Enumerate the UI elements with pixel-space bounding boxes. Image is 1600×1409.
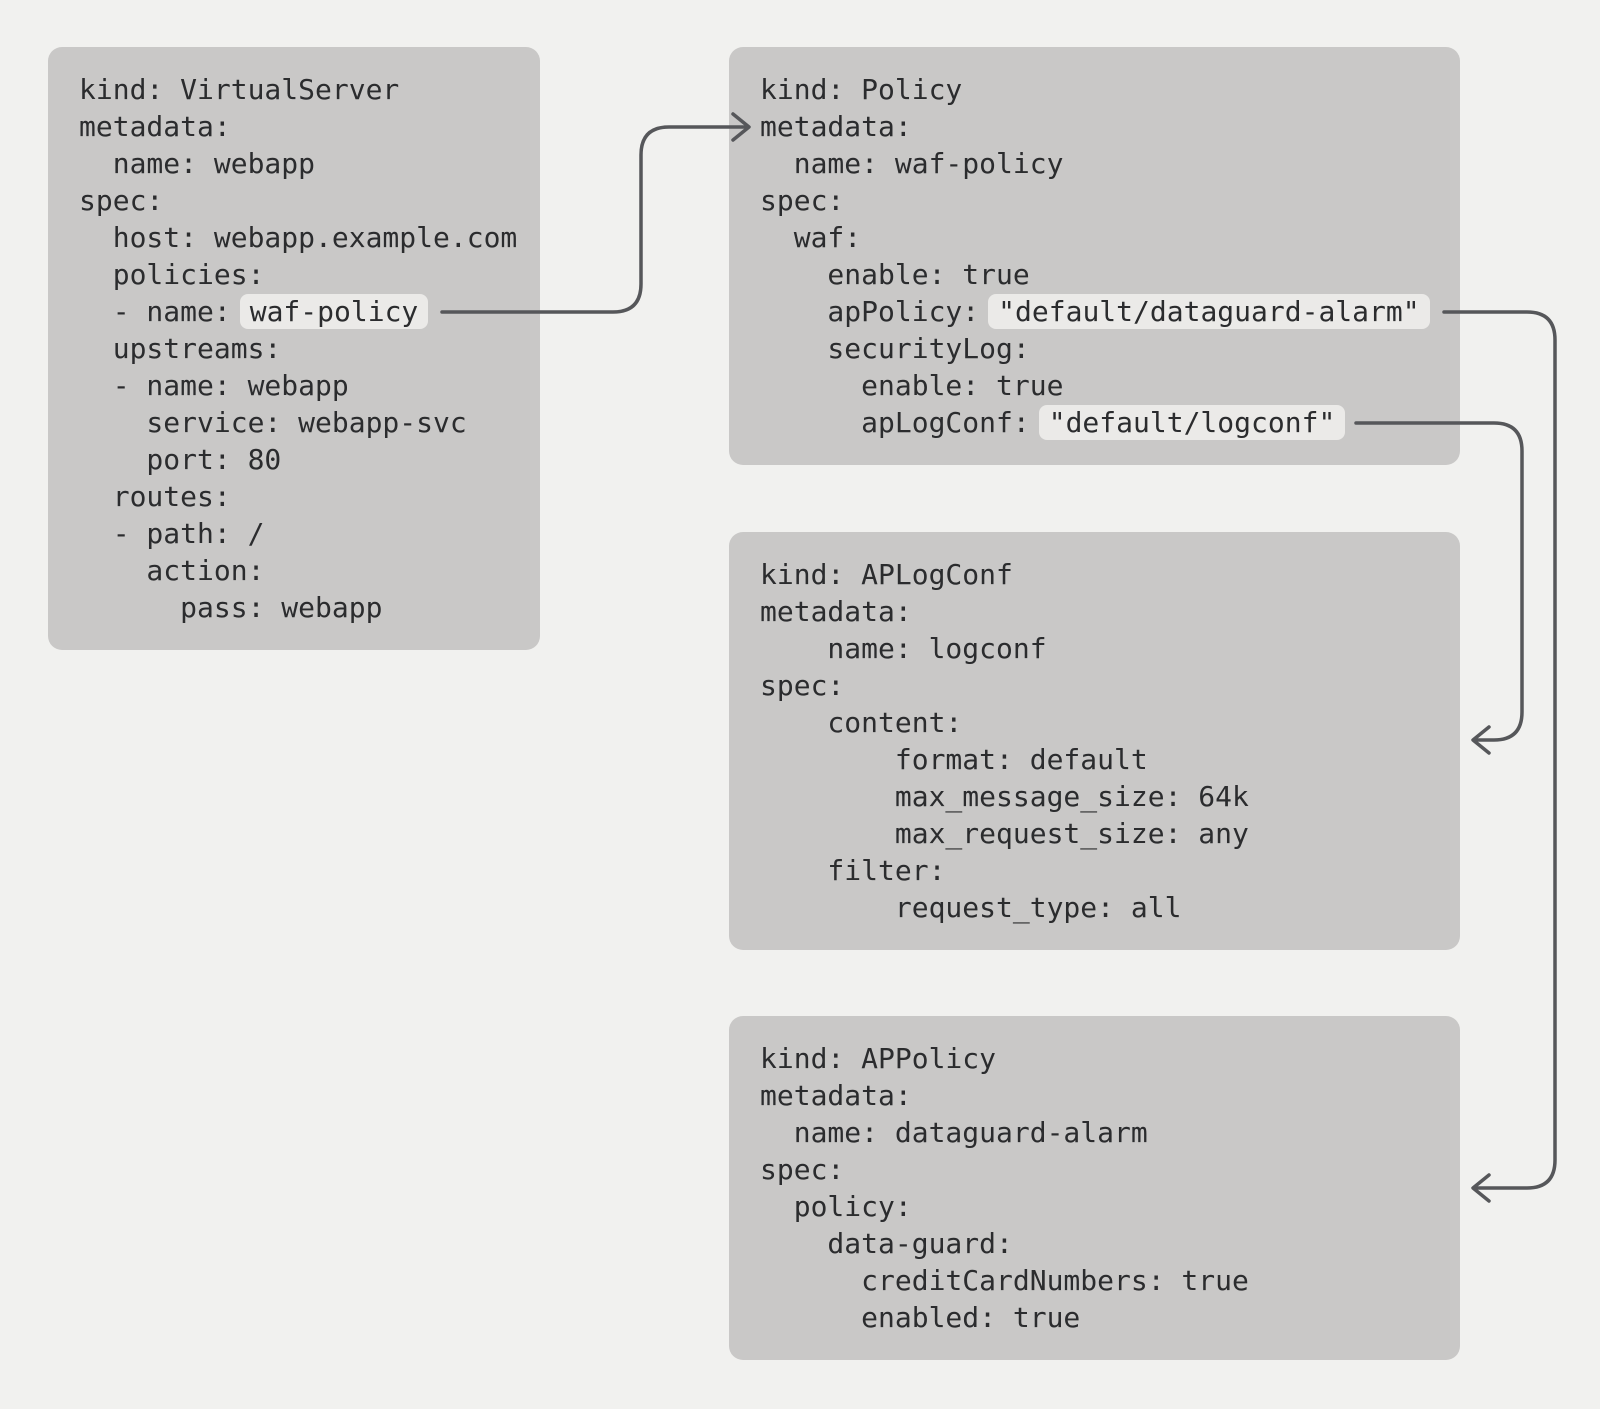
yaml-text: spec:	[760, 1153, 845, 1186]
yaml-line: enabled: true	[760, 1299, 1429, 1336]
yaml-line: kind: APPolicy	[760, 1040, 1429, 1077]
yaml-line: pass: webapp	[79, 589, 509, 626]
yaml-text: enable: true	[760, 258, 1030, 291]
yaml-line: content:	[760, 704, 1429, 741]
yaml-text: spec:	[760, 669, 845, 702]
yaml-line: spec:	[760, 182, 1429, 219]
yaml-text: action:	[79, 554, 265, 587]
waf-policy-ref-chip: waf-policy	[239, 294, 429, 329]
yaml-text: policies:	[79, 258, 265, 291]
yaml-line: kind: APLogConf	[760, 556, 1429, 593]
yaml-text: max_request_size: any	[760, 817, 1249, 850]
aplogconf-ref-chip: "default/logconf"	[1038, 405, 1346, 440]
yaml-line: name: waf-policy	[760, 145, 1429, 182]
yaml-line: - name: webapp	[79, 367, 509, 404]
yaml-line: creditCardNumbers: true	[760, 1262, 1429, 1299]
yaml-line: apPolicy:"default/dataguard-alarm"	[760, 293, 1430, 330]
yaml-line: name: webapp	[79, 145, 509, 182]
yaml-line: enable: true	[760, 367, 1429, 404]
yaml-text: enabled: true	[760, 1301, 1081, 1334]
aplogconf-yaml-box: kind: APLogConf metadata: name: logconf sp…	[729, 532, 1460, 950]
yaml-line: - name:waf-policy	[79, 293, 509, 330]
arrowhead-left-icon	[1471, 725, 1491, 755]
yaml-line: kind: VirtualServer	[79, 71, 509, 108]
yaml-line: enable: true	[760, 256, 1429, 293]
yaml-line: format: default	[760, 741, 1429, 778]
appolicy-ref-chip: "default/dataguard-alarm"	[988, 294, 1430, 329]
yaml-text: name: dataguard-alarm	[760, 1116, 1148, 1149]
yaml-text: port: 80	[79, 443, 282, 476]
yaml-text: data-guard:	[760, 1227, 1013, 1260]
yaml-line: apLogConf:"default/logconf"	[760, 404, 1429, 441]
virtualserver-yaml-box: kind: VirtualServer metadata: name: webap…	[48, 47, 540, 650]
yaml-text: content:	[760, 706, 963, 739]
yaml-line: waf:	[760, 219, 1429, 256]
yaml-text: format: default	[760, 743, 1148, 776]
yaml-text: max_message_size: 64k	[760, 780, 1249, 813]
yaml-line: metadata:	[760, 108, 1429, 145]
yaml-line: metadata:	[760, 1077, 1429, 1114]
yaml-text: request_type: all	[760, 891, 1182, 924]
yaml-text: pass: webapp	[79, 591, 383, 624]
yaml-text: kind: APLogConf	[760, 558, 1013, 591]
yaml-line: service: webapp-svc	[79, 404, 509, 441]
yaml-line: host: webapp.example.com	[79, 219, 518, 256]
yaml-text: - name:	[79, 295, 231, 328]
yaml-text: name: logconf	[760, 632, 1047, 665]
appolicy-yaml-box: kind: APPolicy metadata: name: dataguard-…	[729, 1016, 1460, 1360]
yaml-line: name: logconf	[760, 630, 1429, 667]
yaml-text: service: webapp-svc	[79, 406, 467, 439]
yaml-text: enable: true	[760, 369, 1064, 402]
yaml-line: metadata:	[760, 593, 1429, 630]
yaml-text: metadata:	[760, 1079, 912, 1112]
yaml-text: apPolicy:	[760, 295, 980, 328]
connector-appolicy-to-appolicy-box	[1442, 310, 1557, 1203]
yaml-text: creditCardNumbers: true	[760, 1264, 1249, 1297]
yaml-text: kind: Policy	[760, 73, 963, 106]
yaml-line: data-guard:	[760, 1225, 1429, 1262]
yaml-line: port: 80	[79, 441, 509, 478]
yaml-line: upstreams:	[79, 330, 509, 367]
yaml-text: waf:	[760, 221, 862, 254]
yaml-line: - path: /	[79, 515, 509, 552]
yaml-text: kind: APPolicy	[760, 1042, 997, 1075]
yaml-text: securityLog:	[760, 332, 1030, 365]
yaml-line: metadata:	[79, 108, 509, 145]
yaml-text: policy:	[760, 1190, 912, 1223]
yaml-line: action:	[79, 552, 509, 589]
yaml-line: policy:	[760, 1188, 1429, 1225]
yaml-text: metadata:	[760, 110, 912, 143]
yaml-line: spec:	[79, 182, 509, 219]
yaml-line: spec:	[760, 667, 1429, 704]
yaml-text: apLogConf:	[760, 406, 1030, 439]
yaml-text: spec:	[79, 184, 164, 217]
yaml-text: upstreams:	[79, 332, 282, 365]
yaml-line: policies:	[79, 256, 509, 293]
yaml-text: - path: /	[79, 517, 265, 550]
policy-yaml-box: kind: Policy metadata: name: waf-policy sp…	[729, 47, 1460, 465]
yaml-line: kind: Policy	[760, 71, 1429, 108]
yaml-line: max_request_size: any	[760, 815, 1429, 852]
yaml-text: - name: webapp	[79, 369, 349, 402]
yaml-text: metadata:	[760, 595, 912, 628]
yaml-text: metadata:	[79, 110, 231, 143]
yaml-line: max_message_size: 64k	[760, 778, 1429, 815]
yaml-text: name: webapp	[79, 147, 316, 180]
arrowhead-left-icon	[1471, 1173, 1491, 1203]
yaml-line: routes:	[79, 478, 509, 515]
yaml-line: name: dataguard-alarm	[760, 1114, 1429, 1151]
yaml-text: kind: VirtualServer	[79, 73, 400, 106]
yaml-line: filter:	[760, 852, 1429, 889]
yaml-line: securityLog:	[760, 330, 1429, 367]
connector-line	[1442, 310, 1557, 1190]
yaml-text: host: webapp.example.com	[79, 221, 518, 254]
yaml-text: spec:	[760, 184, 845, 217]
yaml-line: request_type: all	[760, 889, 1429, 926]
yaml-text: routes:	[79, 480, 231, 513]
yaml-line: spec:	[760, 1151, 1429, 1188]
yaml-text: filter:	[760, 854, 946, 887]
yaml-text: name: waf-policy	[760, 147, 1064, 180]
